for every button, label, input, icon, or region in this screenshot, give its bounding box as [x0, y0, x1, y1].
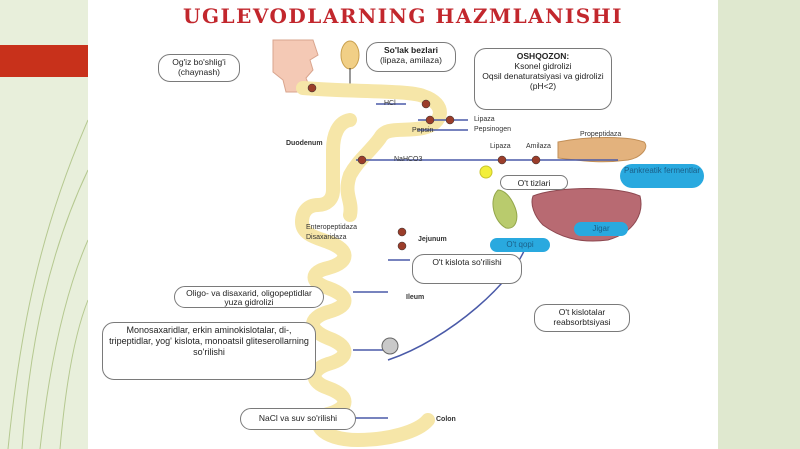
- ileum-label: Ileum: [406, 294, 425, 301]
- propeptidase-label: Propeptidaza: [580, 131, 622, 138]
- stomach-item-3: (pH<2): [529, 81, 557, 91]
- lipase-label-1: Lipaza: [474, 116, 495, 123]
- bile-ducts-box: O't tizlari: [500, 175, 568, 190]
- hcl-label: HCl: [384, 100, 396, 107]
- pancreas: [557, 137, 647, 163]
- disaccharidase-label: Disaxaridaza: [306, 234, 347, 241]
- stomach-title: OSHQOZON:: [516, 51, 570, 61]
- bile-acid-label: O't kislota so'rilishi: [432, 257, 502, 267]
- bile-duct-junction: [479, 165, 493, 179]
- pancreatic-enzymes-pill: Pankreatik fermentlar: [620, 164, 704, 188]
- gallbladder-pill: O't qopi: [490, 238, 550, 252]
- nacl-label: NaCl va suv so'rilishi: [258, 413, 338, 423]
- reabsorption-box: O't kislotalar reabsorbtsiyasi: [534, 304, 630, 332]
- gallbladder-label: O't qopi: [506, 240, 534, 249]
- oligo-label: Oligo- va disaxarid, oligopeptidlar yuza…: [186, 288, 312, 307]
- intestine-path: [294, 113, 435, 448]
- jejunum-label: Jejunum: [418, 236, 447, 243]
- colon-label: Colon: [436, 416, 456, 423]
- page-title: UGLEVODLARNING HAZMLANISHI: [183, 4, 623, 28]
- mouth-label: Og'iz bo'shlig'i (chaynash): [172, 57, 226, 77]
- accent-bar: [0, 45, 88, 77]
- nacl-box: NaCl va suv so'rilishi: [240, 408, 356, 430]
- pepsinogen-label: Pepsinogen: [474, 126, 511, 133]
- stomach-item-2: Oqsil denaturatsiyasi va gidrolizi: [482, 71, 604, 81]
- absorption-marker: [381, 337, 399, 355]
- pepsin-label: Pepsin: [412, 127, 434, 134]
- monosaccharides-label: Monosaxaridlar, erkin aminokislotalar, d…: [109, 325, 309, 357]
- salivary-enzymes: (lipaza, amilaza): [380, 55, 442, 65]
- gallbladder-shape: [492, 189, 518, 229]
- stomach-path: [296, 81, 447, 222]
- salivary-title: So'lak bezlari: [384, 45, 438, 55]
- enteropeptidase-label: Enteropeptidaza: [306, 224, 357, 231]
- reabsorption-label: O't kislotalar reabsorbtsiyasi: [553, 307, 611, 327]
- liver-pill: Jigar: [574, 222, 628, 236]
- salivary-gland: [340, 40, 360, 70]
- salivary-glands-box: So'lak bezlari (lipaza, amilaza): [366, 42, 456, 72]
- duodenum-label: Duodenum: [286, 140, 323, 147]
- bile-acid-box: O't kislota so'rilishi: [412, 254, 522, 284]
- bile-ducts-label: O't tizlari: [517, 178, 551, 188]
- stomach-box: OSHQOZON: Ksonel gidrolizi Oqsil denatur…: [474, 48, 612, 110]
- diagram-panel: UGLEVODLARNING HAZMLANISHI Og'iz bo'shli…: [88, 0, 718, 449]
- oligo-box: Oligo- va disaxarid, oligopeptidlar yuza…: [174, 286, 324, 308]
- amylase-label: Amilaza: [526, 143, 551, 150]
- lipase-label-2: Lipaza: [490, 143, 511, 150]
- mouth-box: Og'iz bo'shlig'i (chaynash): [158, 54, 240, 82]
- monosaccharides-box: Monosaxaridlar, erkin aminokislotalar, d…: [102, 322, 316, 380]
- pancreatic-enzymes-label: Pankreatik fermentlar: [623, 166, 701, 175]
- stomach-item-1: Ksonel gidrolizi: [514, 61, 572, 71]
- nahco3-label: NaHCO3: [394, 156, 423, 163]
- liver-label: Jigar: [592, 224, 610, 233]
